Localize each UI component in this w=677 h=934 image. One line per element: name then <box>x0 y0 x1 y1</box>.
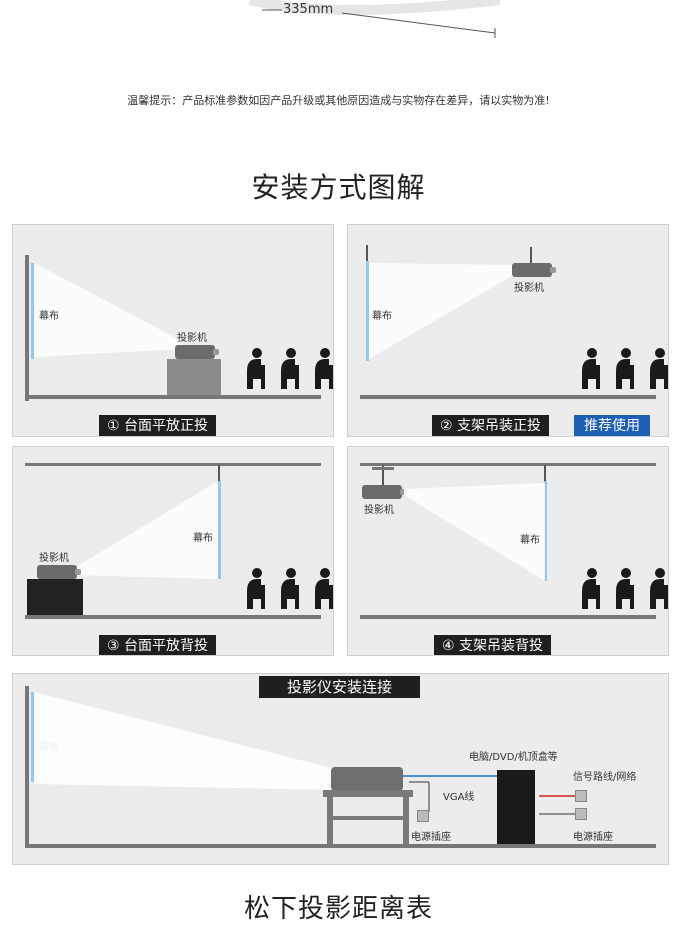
panel-desk-rear: 幕布 投影机 ③ 台面平放背投 <box>12 446 334 656</box>
projector <box>175 345 219 359</box>
screen-rod <box>218 465 220 481</box>
screen <box>31 263 34 359</box>
computer-label: 电脑/DVD/机顶盒等 <box>469 752 558 763</box>
floor <box>25 395 321 399</box>
light-beam <box>73 481 218 579</box>
audience-seats <box>247 568 333 609</box>
wall <box>25 686 29 846</box>
projector <box>362 485 406 499</box>
signal-label: 信号路线/网络 <box>573 772 637 783</box>
projector-label: 投影机 <box>39 553 69 564</box>
projector-label: 投影机 <box>177 333 207 344</box>
signal-outlet <box>575 790 587 802</box>
caption-desk-rear: ③ 台面平放背投 <box>99 635 217 655</box>
notice-text: 温馨提示：产品标准参数如因产品升级或其他原因造成与实物存在差异，请以实物为准! <box>127 94 550 107</box>
screen <box>31 692 34 782</box>
screen-label: 幕布 <box>193 533 213 544</box>
vga-label: VGA线 <box>443 792 475 803</box>
screen-label: 幕布 <box>39 311 59 322</box>
floor <box>25 844 656 848</box>
audience-seats <box>582 568 668 609</box>
light-beam <box>34 263 182 357</box>
computer-tower <box>497 770 535 844</box>
screen-label: 幕布 <box>372 311 392 322</box>
screen-rod <box>366 245 368 261</box>
screen-label: 幕布 <box>520 535 540 546</box>
power-label-right: 电源插座 <box>573 832 613 843</box>
ceiling <box>25 463 321 466</box>
projector-mount <box>530 247 532 263</box>
projector <box>331 767 403 791</box>
floor <box>360 395 656 399</box>
power-outlet-right <box>575 808 587 820</box>
panel-connection: 投影仪安装连接 幕布 VGA线 电源插座 电脑/DVD/机顶盒等 信号路线/网络… <box>12 673 669 865</box>
table <box>27 579 83 615</box>
mount-bar <box>372 467 394 470</box>
screen <box>366 261 369 361</box>
audience-seats <box>247 348 333 389</box>
light-beam <box>404 483 545 581</box>
projector <box>512 263 556 277</box>
projector-label: 投影机 <box>514 283 544 294</box>
floor <box>360 615 656 619</box>
cables <box>403 775 577 815</box>
dimension-line <box>248 0 501 38</box>
screen <box>218 481 221 579</box>
projector <box>37 565 81 579</box>
connection-title: 投影仪安装连接 <box>259 676 421 698</box>
power-outlet-left <box>417 810 429 822</box>
section-title: 安装方式图解 <box>251 171 426 204</box>
audience-seats <box>582 348 668 389</box>
floor <box>25 615 321 619</box>
bottom-title: 松下投影距离表 <box>243 894 433 924</box>
ceiling <box>360 463 656 466</box>
light-beam <box>34 692 339 790</box>
panel-ceiling-front: 幕布 投影机 ② 支架吊装正投 推荐使用 <box>347 224 669 437</box>
light-beam <box>369 263 517 359</box>
panel-desk-front: 幕布 投影机 ① 台面平放正投 <box>12 224 334 437</box>
projector-label: 投影机 <box>364 505 394 516</box>
dimension-label: 335mm <box>283 2 334 17</box>
panel-ceiling-rear: 投影机 幕布 ④ 支架吊装背投 <box>347 446 669 656</box>
screen-rod <box>544 465 546 481</box>
wall <box>25 255 29 401</box>
caption-desk-front: ① 台面平放正投 <box>99 415 217 436</box>
recommended-badge: 推荐使用 <box>574 415 650 436</box>
caption-ceiling-rear: ④ 支架吊装背投 <box>434 635 552 655</box>
power-label-left: 电源插座 <box>411 832 451 843</box>
projector-mount <box>382 465 384 485</box>
table <box>323 790 413 845</box>
screen <box>544 481 547 581</box>
caption-ceiling-front: ② 支架吊装正投 <box>432 415 550 436</box>
table <box>167 359 221 395</box>
